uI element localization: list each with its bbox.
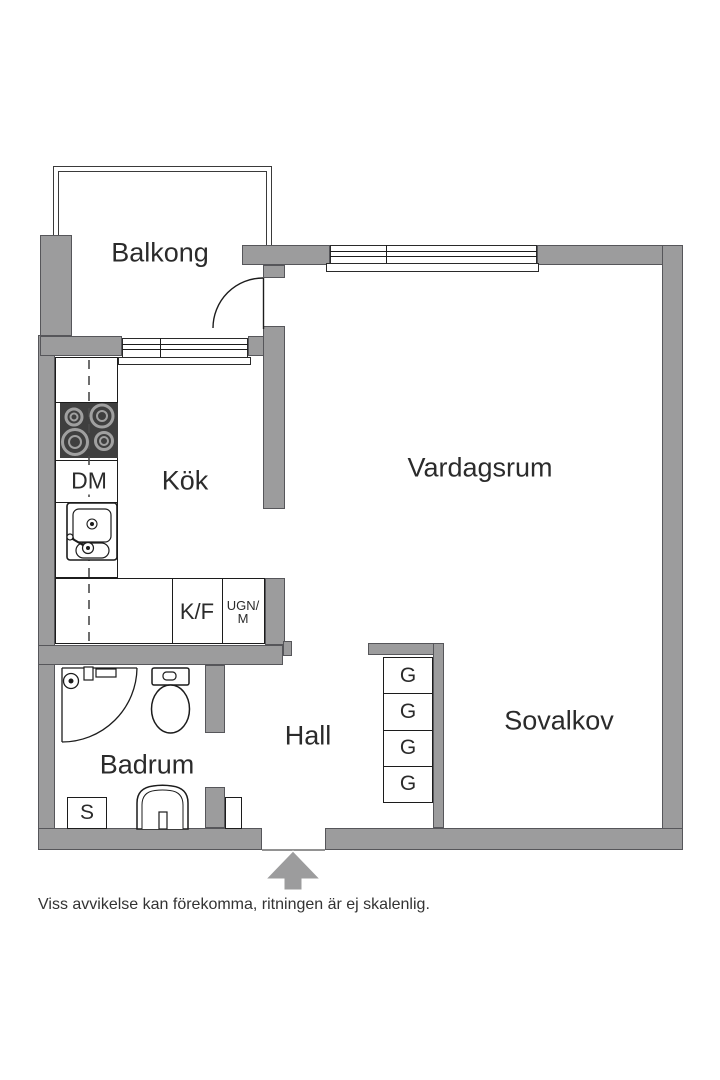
wardrobe-column: G G G G [383, 657, 433, 803]
room-label-hall: Hall [284, 720, 332, 751]
living-room-window-sill [326, 263, 539, 272]
window-glass-line [330, 256, 537, 257]
wardrobe-cell: G [399, 772, 417, 796]
wall-kitchen-divider-lower [265, 578, 285, 645]
counter-divider [222, 578, 223, 643]
balcony-railing-inner [58, 171, 267, 245]
window-glass-line [330, 251, 537, 252]
balcony-door [212, 277, 265, 329]
oven-microwave-line2: M [237, 611, 249, 626]
window-mullion [160, 338, 161, 358]
wardrobe-cell: G [384, 694, 432, 731]
counter-divider [55, 460, 118, 461]
disclaimer-caption: Viss avvikelse kan förekomma, ritningen … [38, 896, 430, 913]
room-label-living-room: Vardagsrum [407, 452, 553, 483]
living-room-window [330, 245, 537, 264]
toilet-icon [150, 667, 191, 734]
window-mullion [386, 245, 387, 264]
washbasin-icon [136, 784, 189, 830]
room-label-bathroom: Badrum [99, 749, 195, 780]
wall-balcony-bottom-left [40, 336, 122, 356]
wall-closet-top [368, 643, 443, 655]
wall-top-balcony-door [242, 245, 330, 265]
wall-bathroom-top [38, 645, 283, 665]
entry-arrow-icon [264, 850, 322, 891]
stove-icon [60, 403, 118, 458]
kitchen-window-sill [118, 357, 251, 365]
window-glass-line [122, 349, 248, 350]
oven-microwave-label: UGN/ M [227, 599, 260, 625]
wall-bottom-right [325, 828, 683, 850]
counter-divider [172, 578, 173, 643]
wall-bathroom-door-upper [205, 665, 225, 733]
room-label-alcove: Sovalkov [504, 705, 614, 736]
window-glass-line [122, 344, 248, 345]
wall-kitchen-divider-upper [263, 326, 285, 509]
wall-balcony-left [40, 235, 72, 336]
wall-kitchen-divider-foot [283, 641, 292, 656]
wall-right [662, 245, 683, 850]
wardrobe-cell: G [384, 658, 432, 695]
bathroom-cabinet [67, 797, 107, 829]
wardrobe-cell: G [384, 731, 432, 767]
kitchen-window [122, 338, 248, 358]
fridge-freezer-label: K/F [179, 599, 215, 624]
wall-bathroom-door-lower [205, 787, 225, 828]
kitchen-counter-bottom [55, 578, 265, 644]
wall-bottom-left [38, 828, 262, 850]
room-label-balcony: Balkong [111, 237, 209, 268]
wall-balcony-door-jamb [263, 265, 285, 278]
room-label-kitchen: Kök [161, 465, 209, 496]
wall-left [38, 335, 55, 850]
bathroom-cabinet-label: S [79, 801, 95, 824]
dishwasher-label: DM [69, 467, 109, 495]
shower-icon [61, 666, 138, 743]
wall-sleeping-alcove [433, 643, 444, 828]
entry-door-leaf [225, 797, 242, 829]
balcony-railing-outer [53, 166, 272, 245]
counter-divider [55, 502, 118, 503]
oven-microwave-line1: UGN/ [226, 598, 260, 613]
counter-divider [55, 402, 118, 403]
